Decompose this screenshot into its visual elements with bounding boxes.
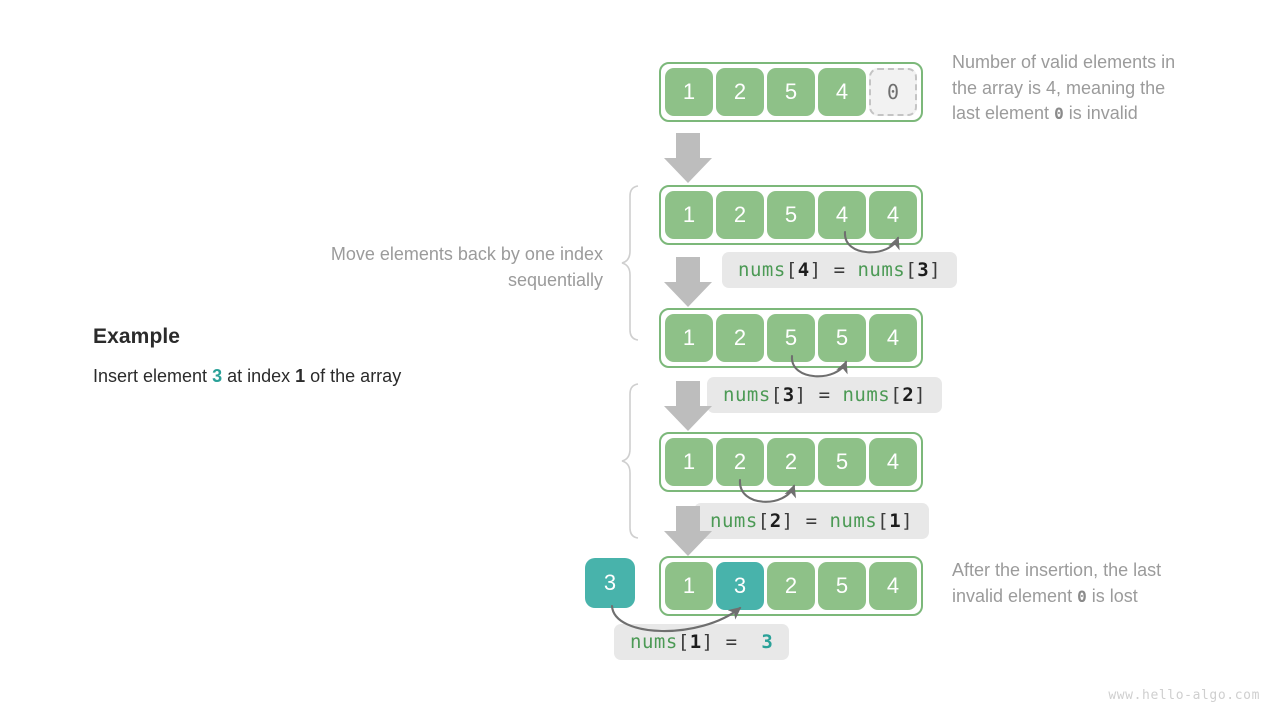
move-elements-note: Move elements back by one index sequenti… [330,244,603,290]
annotation-bottom-line-2-after: is lost [1086,585,1138,606]
code-chip-assign-2: nums[2] = nums[1] [694,503,930,539]
code-bracket-open: [ [890,384,903,406]
annotation-bottom-line-2-before: invalid element [952,585,1078,606]
code-lhs-index: 1 [689,631,702,653]
array-cell: 5 [767,68,815,116]
annotation-valid-count: Number of valid elements in the array is… [952,50,1262,127]
code-lhs-index: 2 [769,510,782,532]
array-cell: 5 [818,438,866,486]
down-arrow-icon [664,381,712,431]
annotation-line-1: Number of valid elements in [952,52,1176,72]
annotation-line-2: the array is 4, meaning the [952,77,1166,98]
annotation-line-3-before: last element [952,103,1055,124]
code-bracket-close: ] [914,384,927,406]
array-row-shift-3: 1 2 5 5 4 [659,308,923,368]
array-cell: 4 [869,562,917,610]
code-chip-assign-1: nums[1] = 3 [614,624,790,660]
array-cell: 4 [818,68,866,116]
annotation-line-3-after: is invalid [1063,103,1138,124]
code-bracket-close: ] [701,631,714,653]
array-cell: 2 [716,191,764,239]
annotation-bottom-line-1: After the insertion, the last [952,560,1162,580]
array-cell: 1 [665,68,713,116]
code-bracket-close: ] [794,384,807,406]
code-chip-assign-3: nums[3] = nums[2] [707,377,943,413]
example-insert-value: 3 [212,366,223,386]
code-lhs-name: nums [738,259,786,281]
example-desc-after: of the array [305,366,402,386]
array-cell-inserted: 3 [716,562,764,610]
example-block: Example Insert element 3 at index 1 of t… [93,325,563,388]
array-cell: 2 [716,68,764,116]
example-desc-before: Insert element [93,366,213,386]
array-cell: 5 [818,314,866,362]
array-cell: 5 [767,191,815,239]
code-rhs-name: nums [842,384,891,406]
code-operator: = [818,384,831,406]
code-bracket-close: ] [809,259,822,281]
array-cell: 5 [818,562,866,610]
array-cell: 4 [869,314,917,362]
code-rhs-index: 2 [902,384,915,406]
array-cell: 1 [665,438,713,486]
code-rhs-name: nums [857,259,906,281]
annotation-zero-value: 0 [1054,104,1064,124]
annotation-after-insertion: After the insertion, the last invalid el… [952,558,1252,609]
code-bracket-close: ] [901,510,914,532]
code-bracket-open: [ [677,631,690,653]
array-row-initial: 1 2 5 4 0 [659,62,923,122]
array-cell: 4 [818,191,866,239]
code-operator: = [725,631,738,653]
example-description: Insert element 3 at index 1 of the array [93,365,563,388]
array-cell: 4 [869,438,917,486]
code-lhs-name: nums [710,510,758,532]
annotation-bottom-zero-value: 0 [1077,586,1087,606]
code-bracket-open: [ [770,384,783,406]
array-cell: 1 [665,314,713,362]
code-rhs-index: 1 [889,510,902,532]
code-bracket-close: ] [929,259,942,281]
array-cell: 4 [869,191,917,239]
example-desc-middle: at index [222,366,296,386]
array-cell: 2 [767,562,815,610]
code-operator: = [833,259,846,281]
code-bracket-open: [ [877,510,890,532]
array-row-shift-2: 1 2 2 5 4 [659,432,923,492]
code-rhs-index: 3 [917,259,930,281]
down-arrow-icon [664,133,712,183]
insert-value-box: 3 [585,558,635,608]
array-cell: 2 [716,438,764,486]
array-cell: 2 [716,314,764,362]
code-lhs-index: 4 [797,259,810,281]
code-lhs-index: 3 [782,384,795,406]
code-lhs-name: nums [630,631,678,653]
code-bracket-open: [ [757,510,770,532]
array-cell: 1 [665,562,713,610]
code-rhs-literal: 3 [761,631,774,653]
array-cell: 2 [767,438,815,486]
grouping-brace [621,185,639,539]
code-operator: = [805,510,818,532]
array-cell: 5 [767,314,815,362]
array-cell: 1 [665,191,713,239]
code-bracket-open: [ [905,259,918,281]
code-bracket-open: [ [785,259,798,281]
code-lhs-name: nums [723,384,771,406]
down-arrow-icon [664,257,712,307]
code-bracket-close: ] [781,510,794,532]
array-row-final: 1 3 2 5 4 [659,556,923,616]
code-rhs-name: nums [829,510,878,532]
array-cell-invalid: 0 [869,68,917,116]
code-chip-assign-4: nums[4] = nums[3] [722,252,958,288]
example-insert-index: 1 [295,366,306,386]
array-row-shift-4: 1 2 5 4 4 [659,185,923,245]
example-title: Example [93,325,181,348]
watermark: www.hello-algo.com [1108,688,1260,703]
